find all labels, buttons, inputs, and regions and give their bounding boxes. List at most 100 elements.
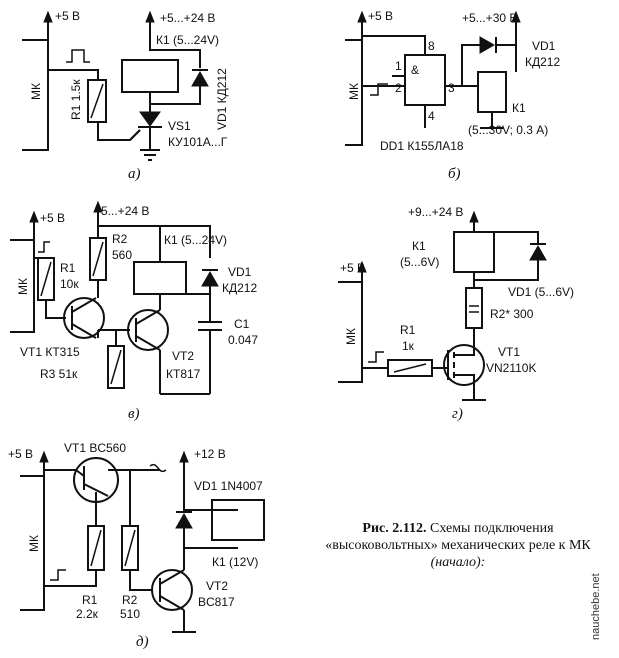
v-mcu-d: +5 В [8,447,33,461]
thyristor-type-a: КУ101А...Г [168,135,228,149]
v-mcu-b: +5 В [368,9,393,23]
r1-a: R1 1.5к [69,79,83,120]
transistor-vt1-v [63,297,105,339]
thyristor-ref-a: VS1 [168,119,191,133]
supply-arrow-a1 [43,10,53,23]
supply-arrow-d2 [179,450,189,463]
mcu-label-d: МК [27,535,41,552]
label-a: а) [128,166,141,182]
v-mcu-g: +5 В [340,261,365,275]
vt2-type-d: BC817 [198,595,235,609]
circuit-b: МК +5 В & 8 1 2 3 4 +5...+30 В VD1 КД212… [345,9,560,182]
supply-arrow-a2 [145,10,155,23]
r2-val-v: 560 [112,248,132,262]
mcu-block-g [338,281,363,383]
mcu-label-v: МК [16,278,30,295]
vt1-type-g: VN2110K [486,361,536,375]
transistor-vt1-g [443,344,485,386]
pin4-b: 4 [428,109,435,123]
supply-arrow-d1 [39,450,49,463]
resistor-r2-g [465,287,483,329]
vt2-ref-v: VT2 [172,349,194,363]
r1-val-v: 10к [60,277,79,291]
vt2-type-v: КТ817 [166,367,201,381]
r2-ref-d: R2 [122,593,138,607]
mcu-block-v [10,239,35,333]
vt1-ref-g: VT1 [498,345,520,359]
mcu-block-a [22,39,49,151]
diode-vd1-v [201,270,219,287]
diode-a: VD1 КД212 [215,68,229,130]
relay-spec-g: (5...6V) [400,255,439,269]
relay-coil-a [121,59,179,93]
caption-fig: Рис. 2.112. [362,521,427,536]
supply-arrow-v1 [29,210,39,223]
label-b: б) [448,166,461,182]
relay-coil-d [211,499,265,541]
pin8-b: 8 [428,39,435,53]
relay-coil-g [453,231,495,273]
r1-val-g: 1к [402,339,415,353]
v-load-b: +5...+30 В [462,11,517,25]
vt1-v: VT1 КТ315 [20,345,80,359]
c1-val-v: 0.047 [228,333,258,347]
capacitor-c1-v [160,321,222,395]
r1-val-d: 2.2к [76,607,99,621]
relay-a: К1 (5...24V) [156,33,219,47]
gate-symbol-b: & [411,63,419,77]
chip-b: DD1 К155ЛА18 [380,139,464,153]
caption-line1: Схемы подключения [426,521,554,536]
diode-g: VD1 (5...6V) [508,285,574,299]
label-v: в) [128,406,140,422]
label-d: д) [136,634,149,650]
r1-ref-v: R1 [60,261,76,275]
diode-ref-b: VD1 [532,39,556,53]
diode-vd1-g [529,244,547,261]
figure-caption: Рис. 2.112. Схемы подключения «высоковол… [318,520,598,571]
relay-ref-g: К1 [412,239,426,253]
relay-v: К1 (5...24V) [164,233,227,247]
label-g: г) [452,406,463,422]
thyristor-vs1-a [139,111,161,127]
r1-ref-d: R1 [82,593,98,607]
watermark: nauchebe.net [590,573,602,640]
r1-ref-g: R1 [400,323,416,337]
relay-d: К1 (12V) [212,555,258,569]
caption-line2: «высоковольтных» механических реле к МК [325,538,591,553]
r2-g: R2* 300 [490,307,534,321]
relay-ref-b: К1 [512,101,526,115]
v-mcu-v: +5 В [40,211,65,225]
supply-arrow-g2 [469,210,479,223]
v-load-g: +9...+24 В [408,205,463,219]
r2-ref-v: R2 [112,232,128,246]
diode-type-b: КД212 [525,55,560,69]
mcu-label-a: МК [29,83,43,100]
r3-v: R3 51к [40,367,78,381]
diode-type-v: КД212 [222,281,257,295]
r2-val-d: 510 [120,607,140,621]
pin1-b: 1 [395,59,402,73]
relay-coil-b [477,71,507,113]
c1-ref-v: С1 [234,317,250,331]
diode-vd1-d [175,512,193,529]
v-load-d: +12 В [194,447,226,461]
relay-coil-v [133,261,187,295]
pin2-b: 2 [395,81,402,95]
circuit-g: МК +5 В R1 1к VT1 VN2110K +9...+24 В К1 … [338,205,574,422]
diode-vd1-a [191,70,209,87]
mcu-label-b: МК [347,83,361,100]
circuit-d: +5 В МК VT1 BC560 R1 2.2к R2 510 VT2 BC8… [8,441,265,650]
mcu-label-g: МК [344,328,358,345]
v-mcu-a: +5 В [55,9,80,23]
supply-arrow-b1 [357,10,367,23]
circuit-v: МК +5 В R1 10к VT1 КТ315 +5...+24 В R2 5… [10,200,258,422]
v-load-v: +5...+24 В [94,204,149,218]
diode-ref-v: VD1 [228,265,252,279]
diode-d: VD1 1N4007 [194,479,263,493]
vt2-ref-d: VT2 [206,579,228,593]
transistor-vt2-v [127,309,169,351]
circuit-a: МК +5 В R1 1.5к +5...+24 В К1 (5...24V) … [22,9,229,182]
v-load-a: +5...+24 В [160,11,215,25]
relay-spec-b: (5...30V; 0.3 А) [468,123,548,137]
